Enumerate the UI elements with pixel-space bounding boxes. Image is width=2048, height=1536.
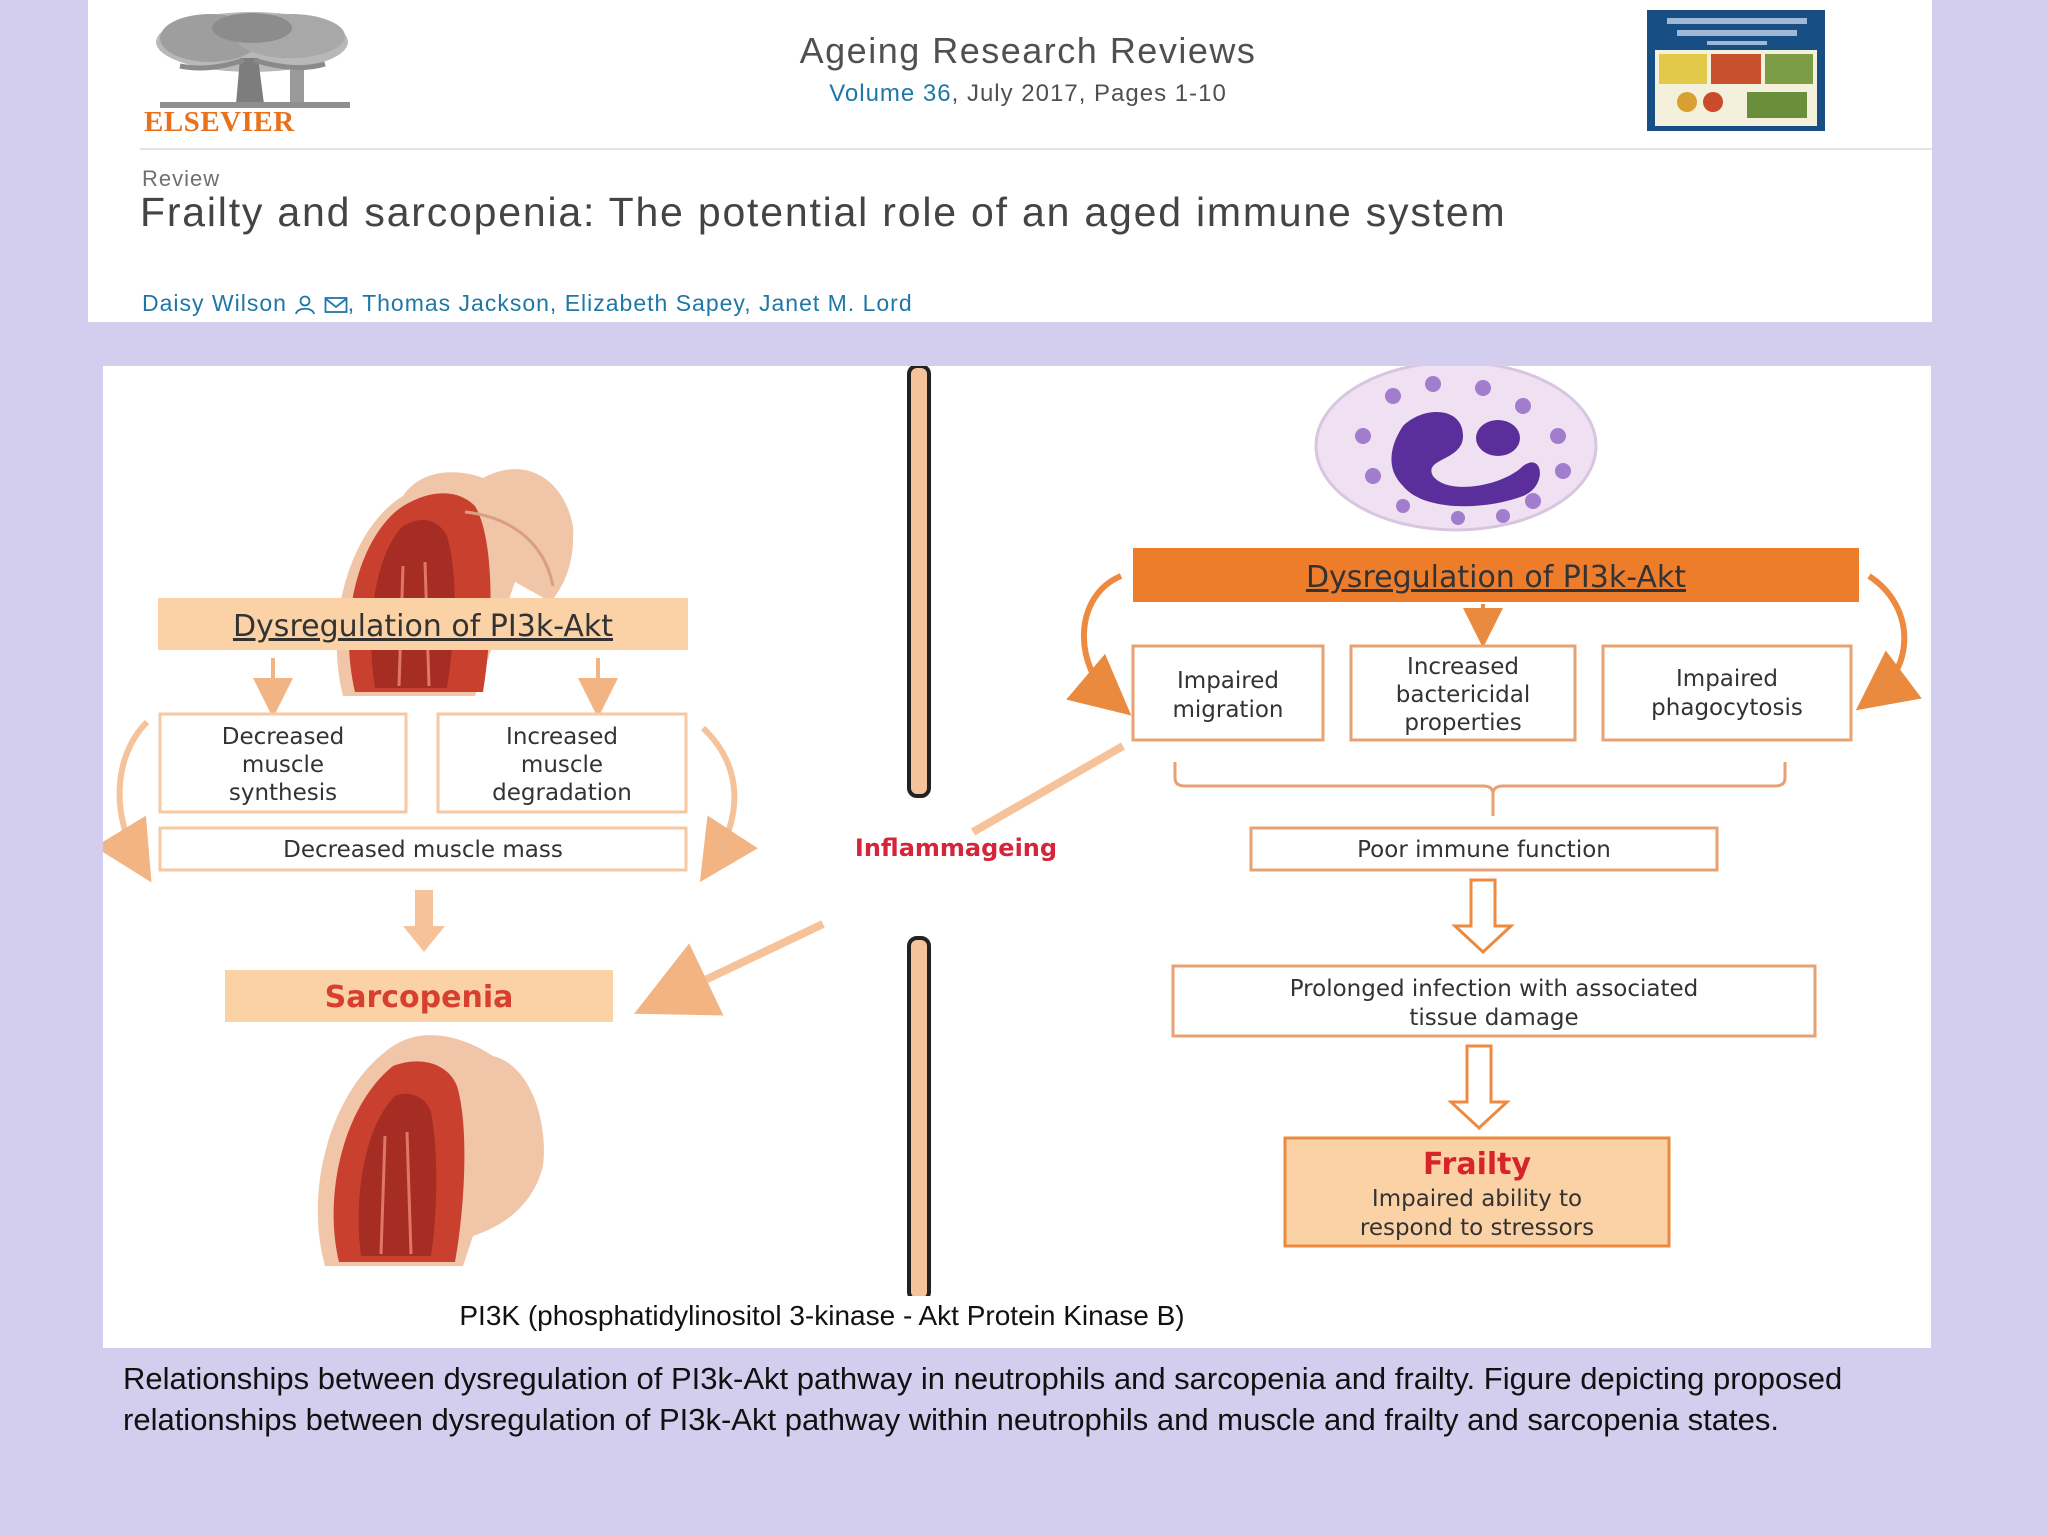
center-divider (907, 366, 931, 1296)
frailty-desc-line1: Impaired ability to (1372, 1186, 1582, 1212)
volume-link[interactable]: Volume 36 (829, 80, 952, 107)
figure-panel: Dysregulation of PI3k-Akt Decreased musc… (103, 366, 1931, 1348)
impaired-phagocytosis-line1: Impaired (1676, 666, 1778, 692)
increased-bactericidal-line3: properties (1404, 710, 1521, 736)
increased-degradation-line2: muscle (521, 752, 603, 778)
sarcopenia-box (225, 970, 613, 1022)
author-list: Daisy Wilson , Thomas Jackson, Elizabeth… (142, 290, 913, 317)
right-dysregulation-label: Dysregulation of PI3k-Akt (1306, 560, 1686, 595)
left-dysregulation-box (158, 598, 688, 650)
article-type-label: Review (142, 166, 221, 191)
increased-bactericidal-box (1349, 644, 1577, 742)
decreased-synthesis-line1: Decreased (222, 724, 344, 750)
prolonged-infection-line2: tissue damage (1409, 1005, 1578, 1031)
impaired-migration-box (1131, 644, 1325, 742)
increased-degradation-line3: degradation (492, 780, 632, 806)
decreased-muscle-mass-label: Decreased muscle mass (283, 837, 563, 863)
poor-immune-function-label: Poor immune function (1357, 837, 1611, 863)
journal-cover-thumbnail[interactable] (1647, 10, 1825, 131)
muscle-arm-healthy-illustration (336, 469, 574, 696)
envelope-icon[interactable] (324, 296, 348, 314)
volume-details: , July 2017, Pages 1-10 (951, 80, 1227, 107)
frailty-box (1283, 1136, 1671, 1248)
increased-muscle-degradation-box (436, 712, 688, 814)
increased-degradation-line1: Increased (506, 724, 618, 750)
decreased-muscle-synthesis-box (158, 712, 408, 814)
prolonged-infection-line1: Prolonged infection with associated (1290, 976, 1699, 1002)
decreased-synthesis-line2: muscle (242, 752, 324, 778)
decreased-muscle-mass-box (158, 826, 688, 872)
impaired-phagocytosis-line2: phagocytosis (1651, 695, 1803, 721)
person-icon[interactable] (294, 295, 316, 315)
frailty-desc-line2: respond to stressors (1360, 1215, 1594, 1241)
impaired-migration-line1: Impaired (1177, 668, 1279, 694)
journal-volume-line: Volume 36, July 2017, Pages 1-10 (588, 80, 1468, 108)
figure-footnote: PI3K (phosphatidylinositol 3-kinase - Ak… (103, 1300, 1931, 1332)
poor-immune-function-box (1249, 826, 1719, 872)
inflammageing-label: Inflammageing (855, 834, 1057, 862)
neutrophil-cell-illustration (1314, 366, 1598, 532)
article-header-card: ELSEVIER Ageing Research Reviews Volume … (88, 0, 1932, 322)
frailty-label: Frailty (1423, 1147, 1532, 1182)
prolonged-infection-box (1171, 964, 1817, 1038)
increased-bactericidal-line2: bactericidal (1396, 682, 1530, 708)
sarcopenia-label: Sarcopenia (325, 980, 514, 1015)
elsevier-wordmark: ELSEVIER (144, 106, 295, 138)
journal-title[interactable]: Ageing Research Reviews (799, 30, 1257, 71)
muscle-arm-sarcopenic-illustration (317, 1035, 544, 1266)
impaired-phagocytosis-box (1601, 644, 1853, 742)
header-divider (140, 148, 1932, 150)
pathway-diagram: Dysregulation of PI3k-Akt Decreased musc… (103, 366, 1922, 1296)
author-link-daisy-wilson[interactable]: Daisy Wilson (142, 290, 287, 316)
figure-caption: Relationships between dysregulation of P… (123, 1361, 1843, 1437)
impaired-migration-line2: migration (1172, 697, 1283, 723)
decreased-synthesis-line3: synthesis (229, 780, 337, 806)
pi3k-definition: PI3K (phosphatidylinositol 3-kinase - Ak… (459, 1300, 1185, 1331)
increased-bactericidal-line1: Increased (1407, 654, 1519, 680)
right-dysregulation-box (1133, 548, 1859, 602)
elsevier-tree-logo-icon (140, 8, 360, 108)
left-dysregulation-label: Dysregulation of PI3k-Akt (233, 609, 613, 644)
article-title: Frailty and sarcopenia: The potential ro… (140, 189, 1507, 235)
co-author-links[interactable]: , Thomas Jackson, Elizabeth Sapey, Janet… (347, 290, 913, 316)
